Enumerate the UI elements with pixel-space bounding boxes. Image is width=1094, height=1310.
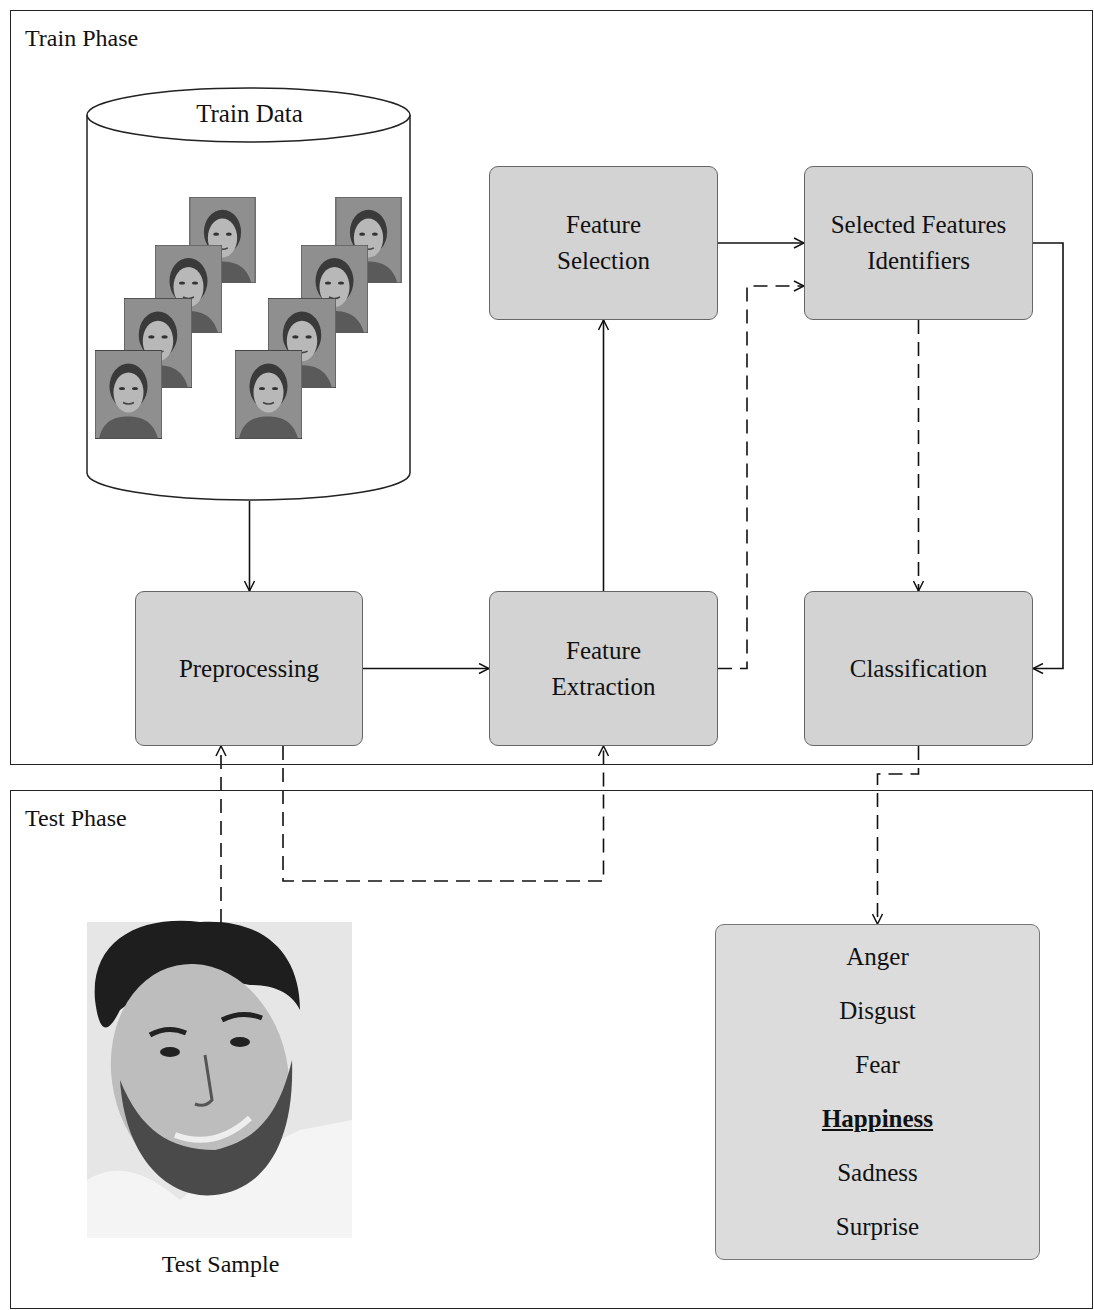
node-label: Feature Selection (529, 207, 679, 279)
phase-label: Test Phase (25, 803, 127, 833)
class-label: Anger (846, 930, 908, 984)
database-cylinder: Train Data (88, 89, 411, 501)
train-flow-arrow (249, 501, 251, 591)
output-classes: AngerDisgustFearHappinessSadnessSurprise (715, 924, 1040, 1260)
face-thumbnail (235, 351, 302, 439)
photo-brow (150, 1029, 186, 1035)
process-box: Preprocessing (135, 591, 363, 746)
train-flow-arrow (1033, 243, 1063, 669)
test-flow-arrow (718, 286, 804, 669)
test-flow-arrow (220, 746, 222, 923)
phase-band: Train PhaseTrain DataFeature Selection Se… (10, 10, 1093, 765)
process-box: Selected Features Identifiers (804, 166, 1033, 320)
phase-band: Test PhaseTest Sample AngerDisgustFearHap… (10, 790, 1093, 1309)
test-flow-arrow (918, 320, 920, 591)
photo-eye (160, 1047, 180, 1057)
node-label: Classification (850, 651, 987, 687)
test-sample: Test Sample (88, 923, 353, 1283)
process-box: Feature Extraction (489, 591, 718, 746)
train-flow-arrow (363, 668, 489, 670)
node-label: Feature Extraction (529, 633, 679, 705)
photo-brow (222, 1014, 262, 1020)
photo-beard (120, 1060, 292, 1195)
class-label: Surprise (836, 1200, 919, 1254)
cylinder-top (87, 88, 410, 142)
photo-nose (195, 1055, 212, 1105)
class-label: Sadness (837, 1146, 918, 1200)
train-flow-arrow (718, 242, 804, 244)
node-label: Train Data (196, 99, 303, 129)
train-flow-arrow (603, 320, 605, 591)
cylinder-body (87, 115, 410, 500)
test-photo (87, 921, 352, 1238)
test-flow-arrow (878, 746, 919, 924)
node-label: Preprocessing (179, 651, 319, 687)
class-label: Happiness (822, 1092, 933, 1146)
class-label: Fear (855, 1038, 899, 1092)
process-box: Classification (804, 591, 1033, 746)
process-box: Feature Selection (489, 166, 718, 320)
test-flow-arrow (283, 746, 604, 881)
node-label: Selected Features Identifiers (813, 207, 1025, 279)
photo-smile (175, 1118, 250, 1140)
node-label: Test Sample (162, 1249, 280, 1279)
photo-eye (230, 1037, 250, 1047)
class-label: Disgust (839, 984, 915, 1038)
phase-label: Train Phase (25, 23, 138, 53)
face-thumbnail (95, 351, 162, 439)
photo-face (91, 947, 310, 1203)
